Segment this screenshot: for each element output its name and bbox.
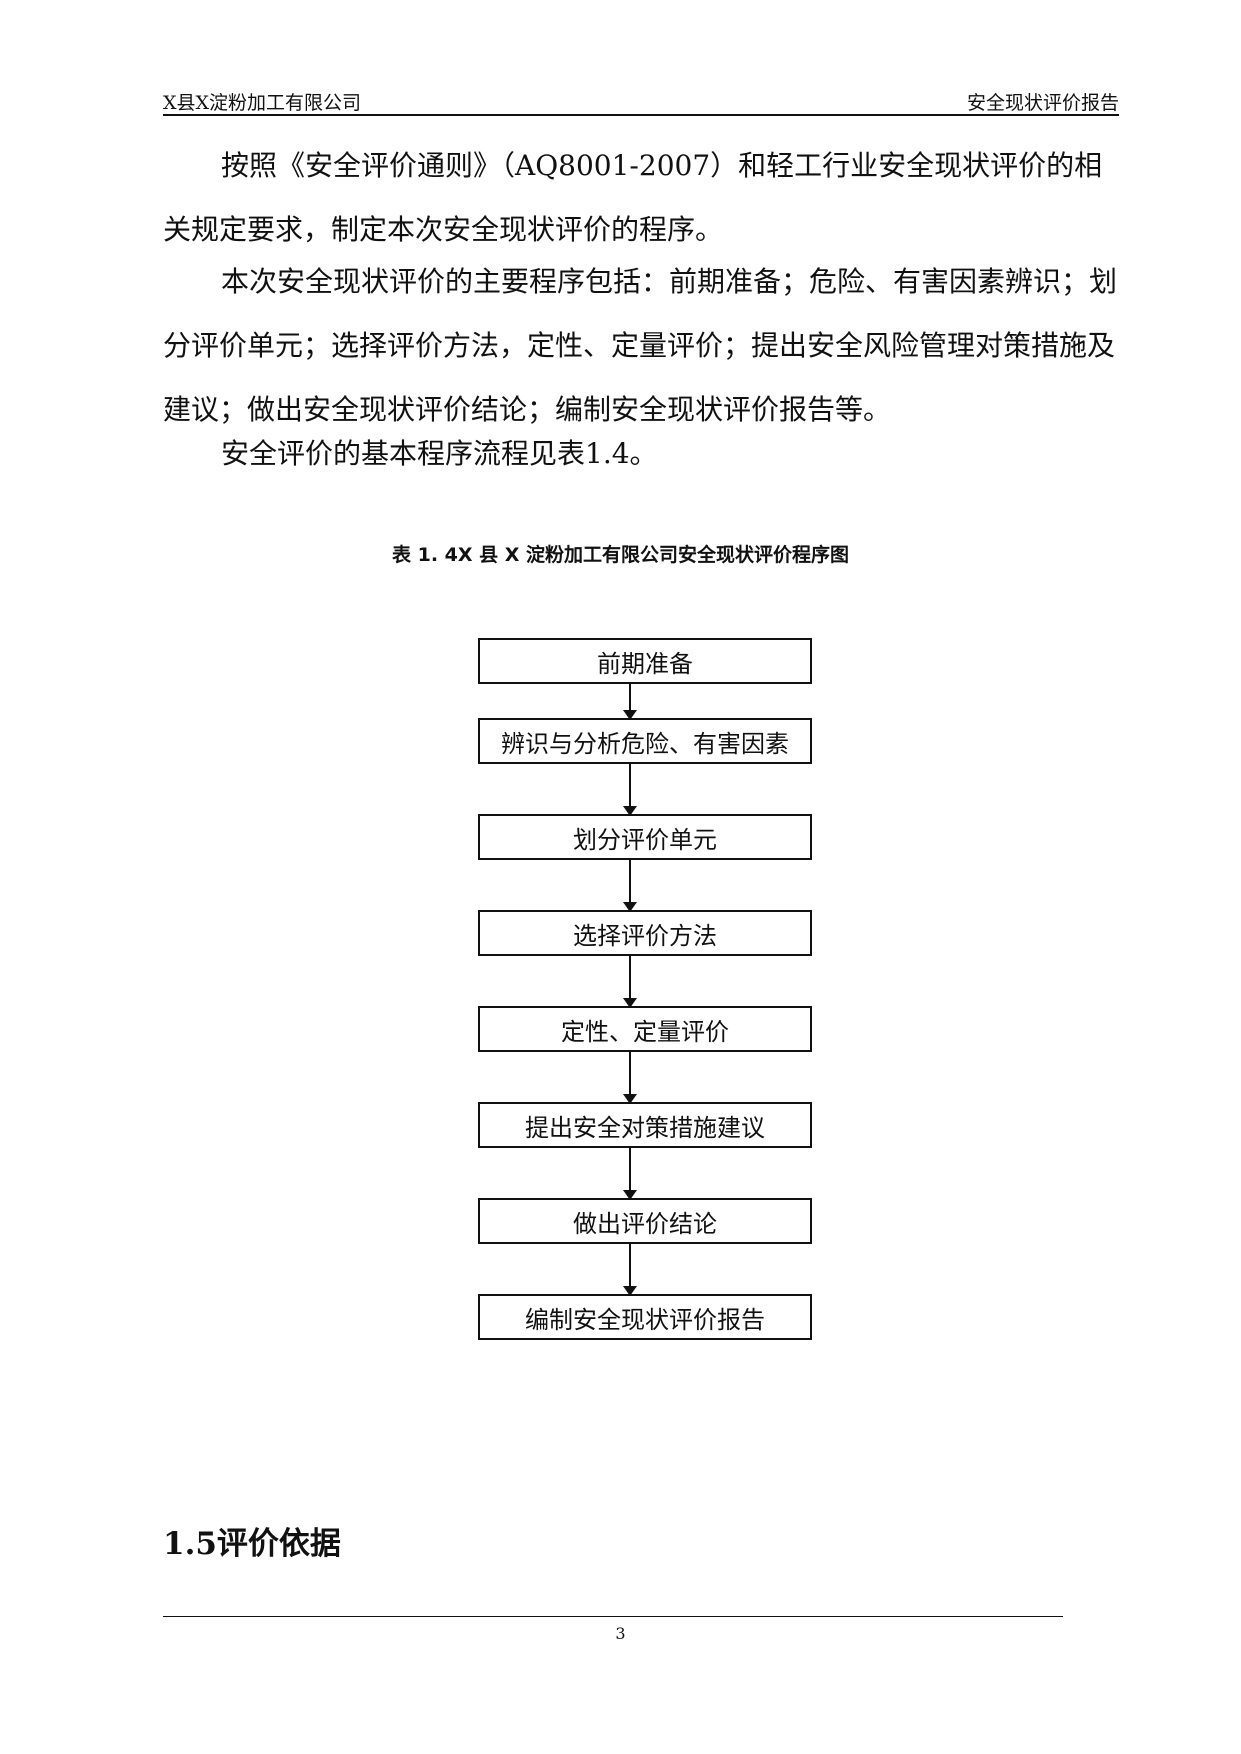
flow-arrow-7	[623, 1244, 637, 1296]
flow-step-2: 辨识与分析危险、有害因素	[478, 718, 812, 764]
header-company-name: X县X淀粉加工有限公司	[163, 92, 362, 114]
flow-arrow-6	[623, 1148, 637, 1200]
flow-arrow-1	[623, 684, 637, 720]
section-heading: 1.5评价依据	[163, 1526, 341, 1562]
flow-step-1: 前期准备	[478, 638, 812, 684]
flow-arrow-2	[623, 764, 637, 816]
flow-step-3: 划分评价单元	[478, 814, 812, 860]
flow-step-7: 做出评价结论	[478, 1198, 812, 1244]
body-paragraph-1: 按照《安全评价通则》（AQ8001-2007）和轻工行业安全现状评价的相关规定要…	[163, 149, 1103, 246]
flow-arrow-3	[623, 860, 637, 912]
flow-step-6: 提出安全对策措施建议	[478, 1102, 812, 1148]
header-report-title: 安全现状评价报告	[966, 92, 1119, 114]
body-paragraph-3: 安全评价的基本程序流程见表1.4。	[221, 437, 658, 470]
flow-step-8: 编制安全现状评价报告	[478, 1294, 812, 1340]
footer-divider	[163, 1616, 1063, 1617]
page-number: 3	[615, 1624, 626, 1643]
figure-caption: 表 1. 4X 县 X 淀粉加工有限公司安全现状评价程序图	[391, 544, 850, 566]
flow-arrow-5	[623, 1052, 637, 1104]
flow-step-5: 定性、定量评价	[478, 1006, 812, 1052]
header-divider	[163, 114, 1119, 116]
flow-arrow-4	[623, 956, 637, 1008]
flow-step-4: 选择评价方法	[478, 910, 812, 956]
body-paragraph-2: 本次安全现状评价的主要程序包括：前期准备；危险、有害因素辨识；划分评价单元；选择…	[163, 265, 1118, 426]
